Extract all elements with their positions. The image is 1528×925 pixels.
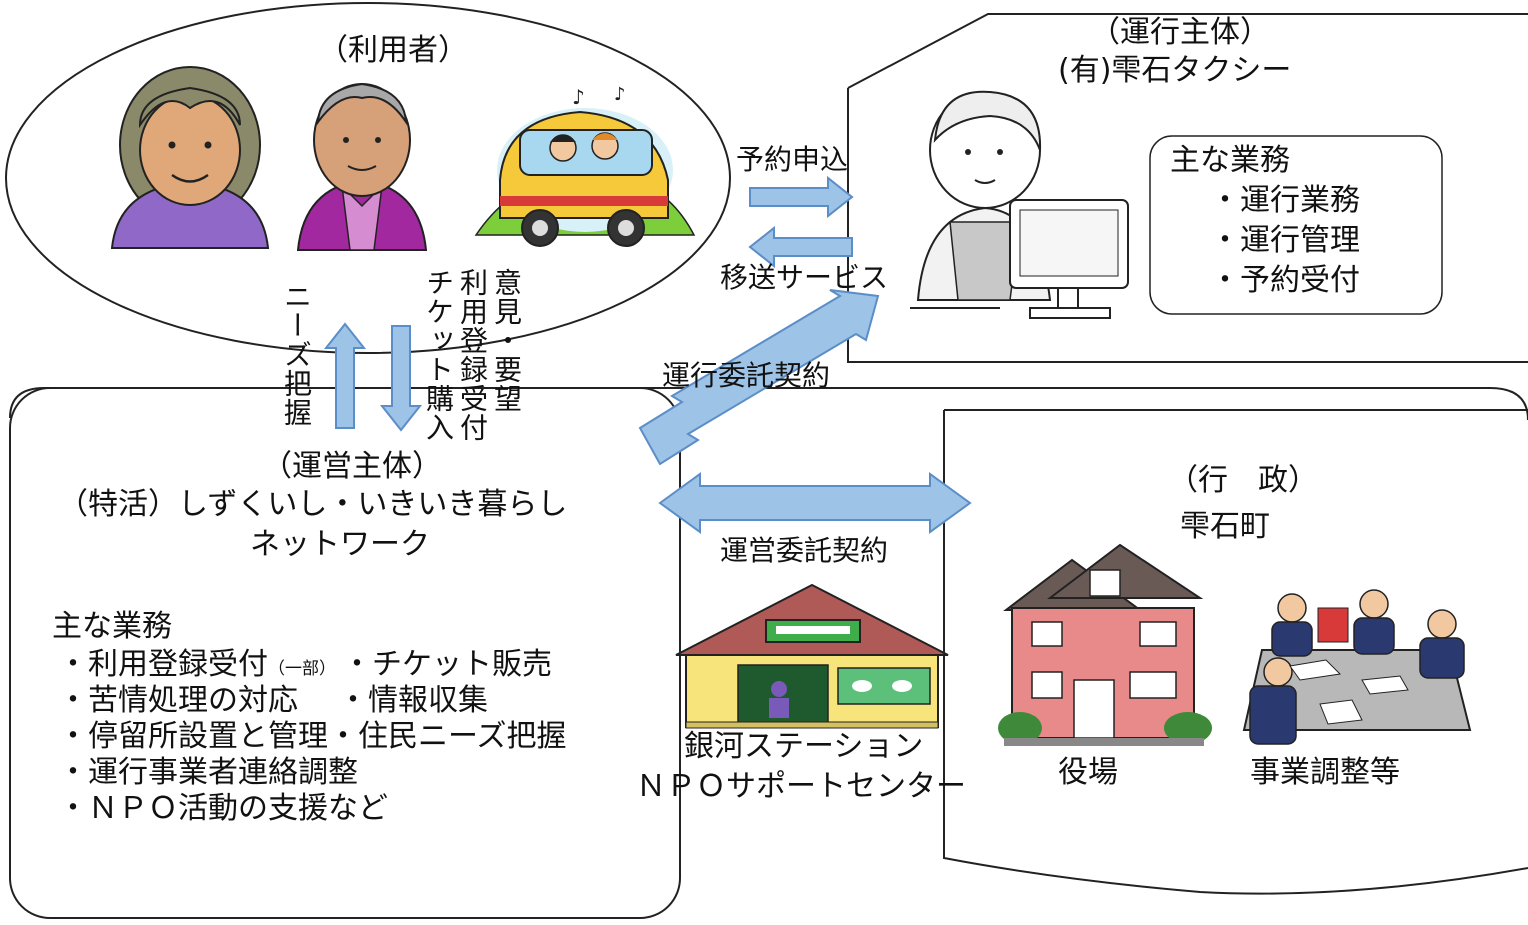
elderly-woman-illustration [110,66,270,249]
manager-name: （特活）しずくいし・いきいき暮らし [58,487,568,522]
svg-text:♪: ♪ [614,84,626,105]
operator-name: (有)雫石タクシー [1058,53,1292,88]
manager-duty-row-1: ・利用登録受付（一部） ・チケット販売 [58,650,552,680]
station-label-2: ＮＰＯサポートセンター [636,769,966,804]
operator-title: （運行主体） [1090,15,1270,50]
duty-ticket-sales: ・チケット販売 [342,647,552,682]
operator-duty-3: ・予約受付 [1210,263,1360,298]
station-illustration [675,583,949,729]
duty-complaints: ・苦情処理の対応 [58,683,298,718]
manager-duties-title: 主な業務 [52,609,172,644]
needs-label: ニーズ把握 [280,282,313,427]
outer-frame [9,387,1528,421]
transport-label: 移送サービス [720,261,889,294]
duty-info-gathering: ・情報収集 [338,683,488,718]
management-contract-arrow [658,472,972,534]
duty-registration-note: （一部） [268,659,336,679]
government-box [943,409,1528,895]
manager-name-2: ネットワーク [250,527,430,562]
reservation-label: 予約申込 [736,143,849,176]
feedback-label-2: 利用登録受付 [456,268,489,442]
government-name: 雫石町 [1180,509,1270,544]
meeting-illustration [1242,589,1472,750]
operator-woman-illustration [910,90,1129,319]
duty-registration: ・利用登録受付 [58,647,268,682]
users-title: （利用者） [318,33,468,68]
feedback-arrow [379,325,423,432]
feedback-label-3: チケット購入 [422,268,455,442]
reservation-arrow [749,175,854,219]
station-label: 銀河ステーション [684,729,924,764]
townhall-label: 役場 [1058,755,1118,790]
svg-text:♪: ♪ [572,85,585,109]
townhall-illustration [998,543,1212,746]
operator-duty-1: ・運行業務 [1210,183,1360,218]
meeting-label: 事業調整等 [1250,755,1400,790]
operator-box [847,13,1528,363]
operation-contract-label: 運行委託契約 [662,359,831,392]
management-contract-label: 運営委託契約 [720,534,889,567]
manager-duty-row-3: ・停留所設置と管理・住民ニーズ把握 [58,719,567,754]
manager-duty-row-4: ・運行事業者連絡調整 [58,755,358,790]
manager-title: （運営主体） [262,449,442,484]
transport-arrow [748,225,853,269]
feedback-label-1: 意見・要望 [490,268,523,413]
needs-arrow [323,322,367,429]
operator-duty-2: ・運行管理 [1210,223,1360,258]
manager-duty-row-5: ・ＮＰＯ活動の支援など [58,791,388,826]
children-bus-illustration: ♪ ♪ [474,84,696,247]
manager-duty-row-2: ・苦情処理の対応 ・情報収集 [58,686,488,716]
elderly-man-illustration [296,82,428,251]
operator-duties-box [1149,135,1443,315]
government-title: （行 政） [1168,463,1318,498]
operator-duties-title: 主な業務 [1170,143,1290,178]
operation-contract-arrow [638,289,880,466]
